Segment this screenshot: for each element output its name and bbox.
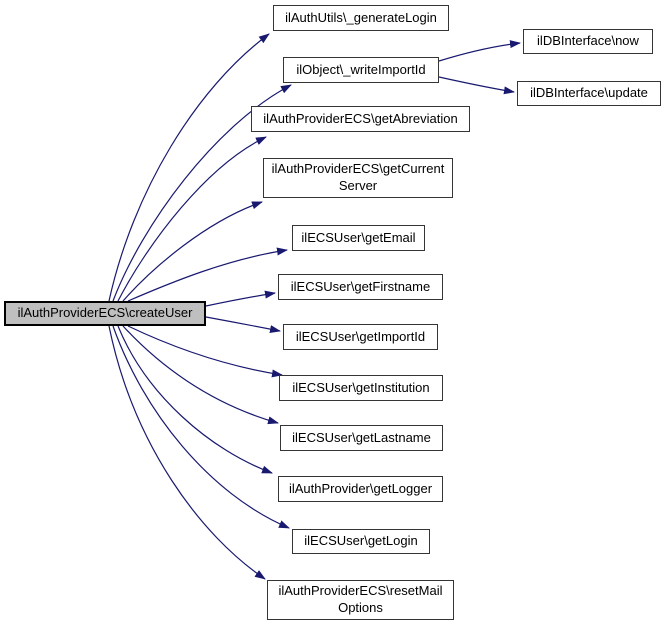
node-ilECSUser-getLogin[interactable]: ilECSUser\getLogin [292, 529, 430, 554]
node-ilDBInterface-now[interactable]: ilDBInterface\now [523, 29, 653, 54]
edge-createUser-getAbreviation [117, 136, 267, 302]
edge-createUser-getFirstname [205, 290, 276, 307]
edge-createUser-getLastname [122, 325, 279, 425]
node-label: ilECSUser\getInstitution [292, 379, 430, 395]
node-ilECSUser-getEmail[interactable]: ilECSUser\getEmail [292, 225, 425, 251]
node-label: ilDBInterface\update [530, 85, 648, 101]
node-label: ilECSUser\getLastname [292, 429, 431, 445]
node-label: ilECSUser\getEmail [301, 229, 416, 245]
edge-createUser-resetMailOptions [108, 325, 266, 580]
node-label: ilECSUser\getFirstname [290, 278, 431, 294]
edge-createUser-getImportId [205, 316, 281, 334]
node-ilDBInterface-update[interactable]: ilDBInterface\update [517, 81, 661, 106]
edge-createUser-getCurrentServer [122, 201, 263, 302]
node-ilECSUser-getFirstname[interactable]: ilECSUser\getFirstname [278, 274, 443, 300]
edge-createUser-writeImportId [112, 84, 292, 302]
node-label: ilDBInterface\now [537, 33, 639, 49]
edge-createUser-getInstitution [127, 325, 283, 378]
node-ilAuthUtils-generateLogin[interactable]: ilAuthUtils\_generateLogin [273, 5, 449, 31]
node-ilAuthProviderECS-resetMailOptions[interactable]: ilAuthProviderECS\resetMail Options [267, 580, 454, 620]
node-ilAuthProviderECS-getCurrentServer[interactable]: ilAuthProviderECS\getCurrent Server [263, 158, 453, 198]
node-label: Options [338, 600, 383, 615]
edge-writeImportId-dbNow [438, 40, 521, 62]
node-ilECSUser-getInstitution[interactable]: ilECSUser\getInstitution [279, 375, 443, 401]
node-ilObject-writeImportId[interactable]: ilObject\_writeImportId [283, 57, 439, 83]
node-label: ilAuthProviderECS\resetMail [278, 583, 443, 599]
node-label: ilAuthUtils\_generateLogin [285, 9, 437, 25]
edge-createUser-getLogger [117, 325, 273, 474]
node-label: ilAuthProviderECS\createUser [17, 305, 193, 321]
node-ilECSUser-getImportId[interactable]: ilECSUser\getImportId [283, 324, 438, 350]
edge-createUser-generateLogin [108, 33, 270, 302]
node-label: ilAuthProviderECS\getAbreviation [263, 110, 458, 126]
node-ilAuthProvider-getLogger[interactable]: ilAuthProvider\getLogger [278, 476, 443, 502]
node-label: ilECSUser\getImportId [295, 328, 426, 344]
node-label: ilAuthProvider\getLogger [288, 480, 433, 496]
node-label: Server [338, 178, 378, 193]
node-ilECSUser-getLastname[interactable]: ilECSUser\getLastname [280, 425, 443, 451]
edge-createUser-getLogin [112, 325, 290, 529]
node-label: ilAuthProviderECS\getCurrent [271, 161, 445, 177]
node-ilAuthProviderECS-getAbreviation[interactable]: ilAuthProviderECS\getAbreviation [251, 106, 470, 132]
node-label: ilObject\_writeImportId [296, 61, 426, 77]
edge-writeImportId-dbUpdate [438, 76, 515, 95]
node-label: ilECSUser\getLogin [304, 533, 418, 549]
node-ilAuthProviderECS-createUser: ilAuthProviderECS\createUser [4, 301, 206, 326]
edge-createUser-getEmail [127, 247, 288, 302]
